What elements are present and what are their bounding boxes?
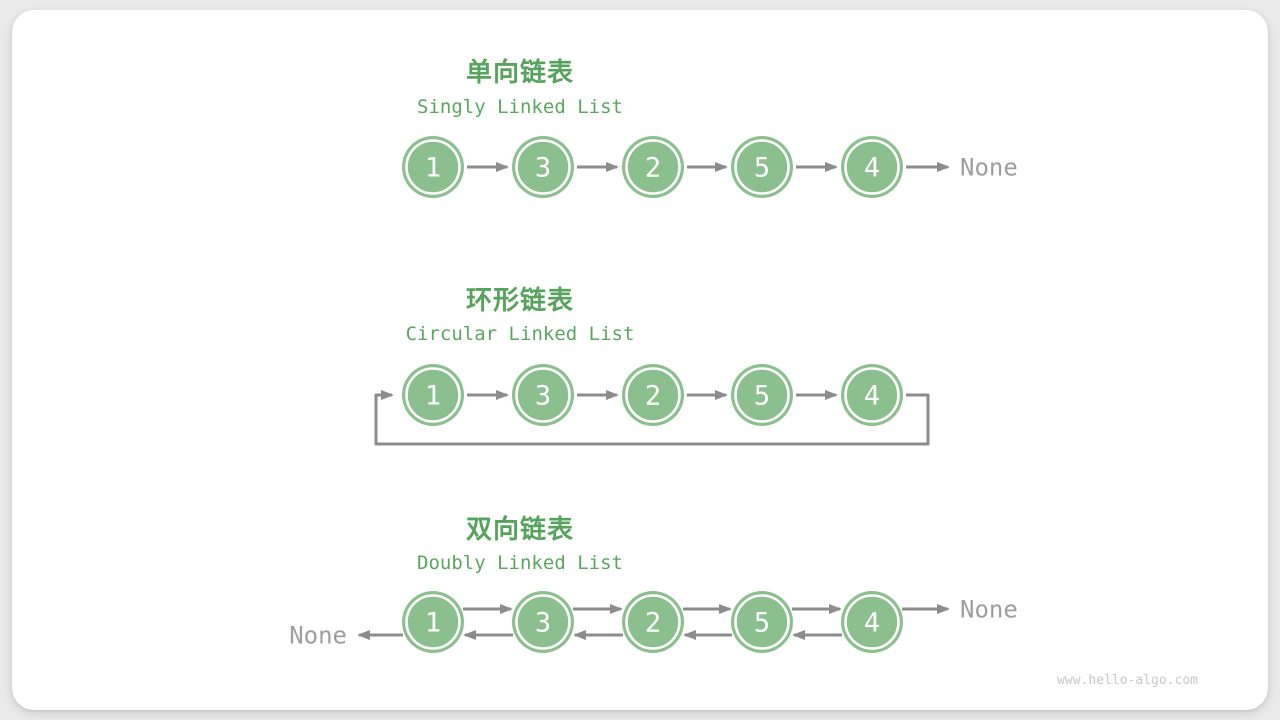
- singly-node-2: 2: [622, 136, 684, 198]
- circular-node-3-value: 5: [754, 381, 770, 412]
- doubly-section-title: 双向链表: [465, 515, 574, 545]
- singly-none-label: None: [960, 154, 1018, 182]
- circular-node-2-value: 2: [645, 381, 661, 412]
- circular-node-1-value: 3: [535, 381, 551, 412]
- singly-node-4: 4: [841, 136, 903, 198]
- circular-node-0-value: 1: [425, 381, 441, 412]
- singly-node-0-value: 1: [425, 153, 441, 184]
- circular-node-2: 2: [622, 364, 684, 426]
- doubly-node-3-value: 5: [754, 608, 770, 639]
- doubly-node-2: 2: [622, 591, 684, 653]
- circular-node-4: 4: [841, 364, 903, 426]
- circular-node-1: 3: [512, 364, 574, 426]
- doubly-node-2-value: 2: [645, 608, 661, 639]
- diagram-card: 单向链表 Singly Linked List 环形链表 Circular Li…: [12, 10, 1268, 710]
- doubly-none-right-label: None: [960, 596, 1018, 624]
- singly-node-4-value: 4: [864, 153, 880, 184]
- watermark-text: www.hello-algo.com: [1057, 673, 1198, 688]
- doubly-node-0-value: 1: [425, 608, 441, 639]
- doubly-node-0: 1: [402, 591, 464, 653]
- singly-node-0: 1: [402, 136, 464, 198]
- doubly-node-3: 5: [731, 591, 793, 653]
- singly-node-3: 5: [731, 136, 793, 198]
- circular-section-title: 环形链表: [465, 286, 574, 316]
- circular-loop-arrow: [374, 390, 930, 446]
- singly-section-title: 单向链表: [465, 58, 574, 88]
- doubly-node-1-value: 3: [535, 608, 551, 639]
- circular-node-4-value: 4: [864, 381, 880, 412]
- singly-section-subtitle: Singly Linked List: [417, 96, 623, 118]
- circular-section-subtitle: Circular Linked List: [405, 323, 635, 345]
- doubly-none-left-label: None: [289, 622, 347, 650]
- singly-node-1: 3: [512, 136, 574, 198]
- circular-node-0: 1: [402, 364, 464, 426]
- singly-node-2-value: 2: [645, 153, 661, 184]
- singly-node-3-value: 5: [754, 153, 770, 184]
- doubly-node-1: 3: [512, 591, 574, 653]
- circular-node-3: 5: [731, 364, 793, 426]
- doubly-node-4-value: 4: [864, 608, 880, 639]
- doubly-node-4: 4: [841, 591, 903, 653]
- doubly-section-subtitle: Doubly Linked List: [417, 552, 623, 574]
- singly-node-1-value: 3: [535, 153, 551, 184]
